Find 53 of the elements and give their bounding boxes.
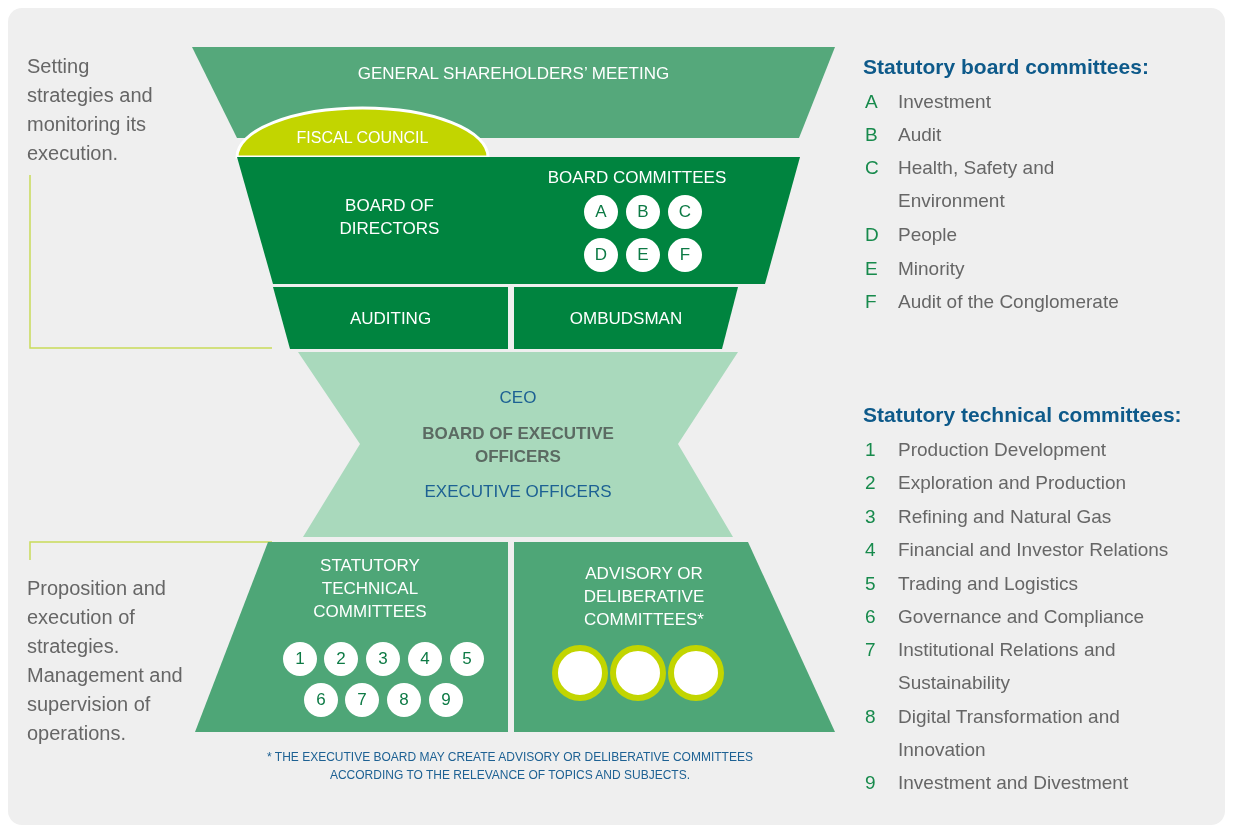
list-item: Governance and Compliance	[898, 605, 1146, 629]
list-item: Financial and Investor Relations	[898, 538, 1170, 562]
list-item: Health, Safety and Environment	[898, 156, 1056, 213]
list-item: Digital Transformation and Innovation	[898, 705, 1121, 762]
list-item: Trading and Logistics	[898, 572, 1079, 596]
list-item: Refining and Natural Gas	[898, 505, 1113, 529]
list-key: E	[865, 252, 891, 285]
list-key: 6	[865, 600, 891, 633]
list-key: A	[865, 85, 891, 118]
side-note: Setting strategies and monitoring its execution.	[27, 54, 154, 166]
node-heading: EXECUTIVE OFFICERS	[423, 481, 613, 503]
trapezoid-band	[273, 287, 508, 349]
list-item: Audit of the Conglomerate	[898, 290, 1120, 314]
list-item: People	[898, 223, 959, 247]
list-item: Exploration and Production	[898, 471, 1128, 495]
side-note: Proposition and execution of strategies. Management and supervision of operations.	[27, 576, 184, 746]
list-key: F	[865, 285, 891, 318]
list-item: Audit	[898, 123, 943, 147]
hourglass-band	[298, 352, 738, 537]
node-title: BOARD OF DIRECTORS	[338, 195, 441, 240]
list-item: Minority	[898, 257, 966, 281]
node-title: FISCAL COUNCIL	[295, 128, 430, 148]
list-item: Investment	[898, 90, 992, 114]
node-title: STATUTORY TECHNICAL COMMITTEES	[312, 555, 428, 623]
node-heading: BOARD OF EXECUTIVE OFFICERS	[421, 423, 615, 468]
trapezoid-band	[514, 287, 738, 349]
footnote: * THE EXECUTIVE BOARD MAY CREATE ADVISORY OR DELIBERATIVE COMMITTEES ACCORDING TO THE RELEVANCE OF TOPICS AND SUBJECTS.	[266, 749, 754, 784]
trapezoid-band	[195, 542, 508, 732]
list-item: Production Development	[898, 438, 1108, 462]
node-title: CEO	[498, 387, 538, 409]
node-title: OMBUDSMAN	[568, 308, 684, 330]
dome-shape	[237, 106, 488, 157]
node-heading: BOARD COMMITTEES	[546, 167, 728, 189]
list-key: 7	[865, 633, 891, 666]
list-heading: Statutory board committees:	[863, 54, 1150, 80]
list-key: 5	[865, 567, 891, 600]
node-title: ADVISORY OR DELIBERATIVE COMMITTEES*	[582, 563, 706, 631]
node-title: GENERAL SHAREHOLDERS’ MEETING	[356, 63, 671, 85]
list-key: 9	[865, 766, 891, 799]
list-key: D	[865, 218, 891, 251]
list-item: Investment and Divestment	[898, 771, 1130, 795]
list-key: C	[865, 151, 891, 184]
list-key: 3	[865, 500, 891, 533]
trapezoid-band	[514, 542, 835, 732]
list-key: 8	[865, 700, 891, 733]
node-title: AUDITING	[348, 308, 433, 330]
list-key: 1	[865, 433, 891, 466]
list-heading: Statutory technical committees:	[863, 402, 1183, 428]
list-item: Institutional Relations and Sustainability	[898, 638, 1117, 695]
trapezoid-band	[237, 157, 800, 284]
list-key: 2	[865, 466, 891, 499]
list-key: 4	[865, 533, 891, 566]
list-key: B	[865, 118, 891, 151]
